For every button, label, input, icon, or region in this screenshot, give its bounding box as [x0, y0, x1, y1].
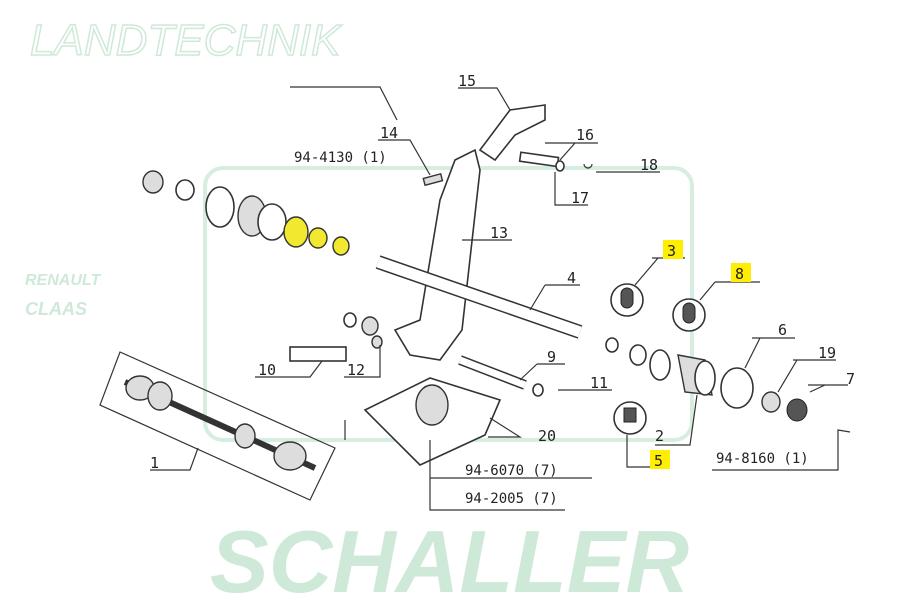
detail-8 [672, 298, 706, 332]
ref-94-8160: 94-8160 (1) [716, 451, 809, 467]
label-7: 7 [846, 370, 855, 388]
part-4-shaft [375, 255, 583, 339]
label-14: 14 [380, 124, 398, 142]
label-12: 12 [347, 361, 365, 379]
watermark-renault: RENAULT [25, 272, 101, 289]
watermark-claas: CLAAS [25, 299, 87, 319]
label-20: 20 [538, 427, 556, 445]
detail-3 [610, 283, 644, 317]
label-17: 17 [571, 189, 589, 207]
label-8: 8 [735, 265, 744, 283]
ring [649, 349, 671, 381]
label-15: 15 [458, 72, 476, 90]
left-bearing-stack [142, 170, 350, 256]
label-4: 4 [567, 269, 576, 287]
label-1: 1 [150, 454, 159, 472]
ref-94-4130: 94-4130 (1) [294, 150, 387, 166]
highlight-5 [650, 450, 670, 469]
bushing-face [694, 360, 716, 396]
ring [605, 337, 619, 353]
washer [343, 312, 357, 328]
part-16-pin [518, 151, 560, 168]
label-6: 6 [778, 321, 787, 339]
part-1-driveshaft [99, 351, 336, 501]
part-18-clip [583, 163, 593, 169]
label-16: 16 [576, 126, 594, 144]
part-12-bearing [361, 316, 379, 336]
label-18: 18 [640, 156, 658, 174]
part-19-ring [761, 391, 781, 413]
part-10-sleeve [289, 346, 347, 362]
detail-5 [613, 401, 647, 435]
part-14-pin [422, 172, 444, 187]
watermark: SCHALLER LANDTECHNIK RENAULT CLAAS [25, 15, 694, 601]
ring [629, 344, 647, 366]
part-15-bracket [478, 104, 546, 162]
label-10: 10 [258, 361, 276, 379]
label-9: 9 [547, 348, 556, 366]
leader-lines [150, 86, 851, 511]
label-13: 13 [490, 224, 508, 242]
label-3: 3 [667, 242, 676, 260]
ref-94-6070: 94-6070 (7) [465, 463, 558, 479]
part-11-washer [532, 383, 544, 397]
part-6-washer [720, 367, 754, 409]
label-5: 5 [654, 452, 663, 470]
highlight-8 [731, 263, 751, 282]
highlight-3 [663, 240, 683, 259]
label-2: 2 [655, 427, 664, 445]
ref-94-2005: 94-2005 (7) [465, 491, 558, 507]
watermark-sub: LANDTECHNIK [30, 16, 342, 65]
watermark-brand: SCHALLER [210, 512, 689, 601]
part-7-nut [786, 398, 808, 422]
part-9-pin [458, 355, 527, 390]
plate-bracket [415, 384, 449, 426]
label-19: 19 [818, 344, 836, 362]
part-13-lever [393, 148, 481, 361]
label-11: 11 [590, 374, 608, 392]
part-17-washer [555, 160, 565, 172]
